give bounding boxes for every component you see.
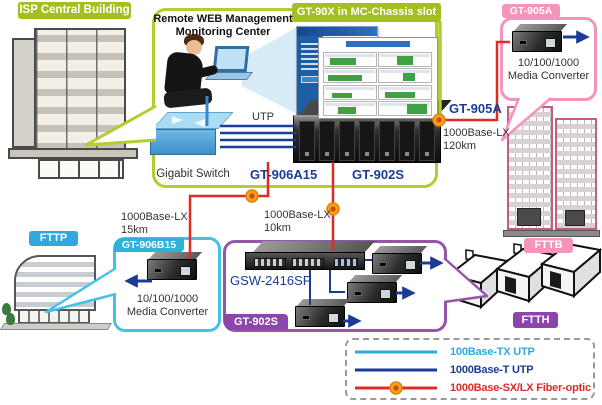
fttp-media-converter — [147, 252, 203, 280]
ftth-media-converter-1 — [372, 246, 428, 274]
fiber-port — [302, 315, 310, 320]
gsw-port-group — [292, 258, 324, 267]
isp-building — [8, 22, 140, 182]
gsw-sfp-group — [334, 258, 358, 267]
mini-chart — [377, 101, 432, 116]
fttb-zone-label: FTTB — [524, 238, 573, 253]
fttb-converter-caption: 10/100/1000 Media Converter — [507, 57, 590, 82]
chassis-slot-callout-label: GT-90X in MC-Chassis slot — [292, 3, 441, 22]
fttp-zone-label: FTTP — [29, 231, 78, 246]
rj45-port — [545, 38, 556, 48]
fttb-tower-2-entrance — [565, 210, 585, 226]
switch-traffic-arrow-icon — [194, 119, 205, 127]
isp-building-awning — [8, 148, 138, 159]
link-label-ftth: 1000Base-LX 10km — [264, 209, 331, 234]
chassis-slot — [339, 121, 355, 161]
rj45-port — [328, 313, 339, 323]
isp-building-side — [12, 38, 36, 148]
ftth-zone-label: FTTH — [513, 312, 558, 328]
mini-chart — [322, 84, 377, 100]
gigabit-switch-top — [152, 112, 234, 129]
laptop-screen — [212, 46, 250, 72]
mini-chart — [377, 68, 432, 83]
gsw-2416sf-label: GSW-2416SF — [230, 273, 311, 288]
fttb-buildings — [503, 102, 600, 238]
chassis-label-gt905a: GT-905A — [449, 101, 502, 116]
fiber-port — [379, 262, 387, 267]
chassis-label-gt906a15: GT-906A15 — [250, 167, 318, 182]
chassis-front — [293, 115, 441, 163]
back-window-titlebar — [297, 27, 377, 36]
fiber-port — [154, 268, 162, 273]
isp-building-front — [34, 28, 126, 150]
chassis-slot — [379, 121, 395, 161]
rj45-port — [405, 260, 416, 270]
port-statistics-charts — [322, 51, 434, 117]
link-label-fttp: 1000Base-LX 15km — [121, 211, 188, 236]
mc-chassis — [293, 100, 452, 164]
gsw-port-group — [254, 258, 286, 267]
ftth-callout-wedge — [443, 257, 489, 304]
ftth-media-converter-3 — [295, 299, 351, 327]
fiber-dot — [245, 189, 259, 203]
monitoring-center-label: Remote WEB Management Monitoring Center — [153, 13, 293, 38]
gsw-top — [253, 241, 375, 252]
fiber-port — [354, 291, 362, 296]
rj45-port — [180, 266, 191, 276]
isp-building-entrance — [38, 159, 124, 179]
chassis-slot — [359, 121, 375, 161]
fttp-building-main — [14, 255, 96, 311]
mini-chart — [377, 51, 432, 67]
ftth-house — [448, 249, 508, 308]
ftth-box-label: GT-902S — [224, 314, 288, 330]
web-ui-front-window — [318, 37, 438, 119]
mini-chart — [322, 101, 377, 116]
utp-label: UTP — [252, 111, 274, 123]
chassis-label-gt902s: GT-902S — [352, 167, 405, 182]
chassis-slot — [399, 121, 415, 161]
gigabit-switch — [150, 112, 236, 162]
chassis-slot — [419, 121, 435, 161]
gigabit-switch-front — [150, 129, 216, 155]
gsw-2416sf-switch — [245, 241, 375, 273]
tree — [2, 303, 11, 315]
fttp-building — [0, 247, 113, 332]
legend-item-fiber: 1000Base-SX/LX Fiber-optic — [450, 382, 591, 394]
fttp-converter-label: GT-906B15 — [114, 238, 184, 252]
mini-chart — [377, 84, 432, 100]
person-head — [186, 40, 202, 55]
chassis-slot — [299, 121, 315, 161]
fttb-media-converter — [512, 24, 568, 52]
fttp-ground — [0, 323, 113, 330]
mini-chart — [322, 68, 377, 83]
person-legs — [163, 87, 213, 109]
fttb-converter-label: GT-905A — [502, 4, 560, 18]
admin-person — [158, 32, 258, 116]
legend-item-100base-tx: 100Base-TX UTP — [450, 346, 535, 358]
rj45-port — [380, 289, 391, 299]
ftth-media-converter-2 — [347, 275, 403, 303]
switch-traffic-arrow-icon — [172, 116, 183, 124]
legend-box — [345, 338, 595, 400]
back-window-button — [301, 76, 319, 83]
fttb-tower-1-entrance — [517, 208, 541, 226]
tree — [6, 313, 15, 325]
fttp-converter-caption: 10/100/1000 Media Converter — [126, 293, 209, 318]
chassis-slot — [319, 121, 335, 161]
fttp-building-entrance — [18, 309, 90, 324]
fiber-port — [519, 40, 527, 45]
gigabit-switch-label: Gigabit Switch — [156, 168, 230, 180]
isp-building-label: ISP Central Building — [18, 2, 131, 19]
link-label-fttb: 1000Base-LX 120km — [443, 127, 510, 152]
legend-item-1000base-t: 1000Base-T UTP — [450, 364, 534, 376]
gsw-front — [245, 252, 365, 270]
fttb-ground — [503, 230, 600, 237]
front-window-titlebar — [346, 41, 410, 47]
mini-chart — [322, 51, 377, 67]
